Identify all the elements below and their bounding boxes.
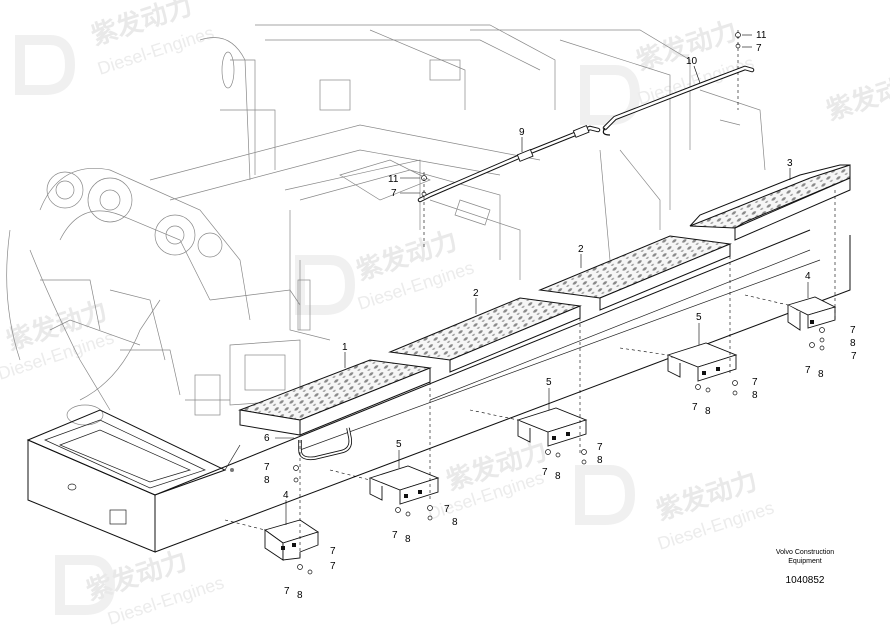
figure-caption: Volvo Construction Equipment 1040852 (750, 548, 860, 588)
callout-5: 5 (396, 439, 402, 450)
callout-1: 1 (342, 342, 348, 353)
callout-7: 7 (284, 586, 290, 597)
callout-10: 10 (686, 56, 698, 67)
callout-6: 6 (264, 433, 270, 444)
callout-7: 7 (692, 402, 698, 413)
callout-8: 8 (297, 590, 303, 601)
main-beam (26, 229, 851, 553)
callout-labels: 1 2 2 3 9 10 11 7 11 7 6 7 8 4 7 7 7 8 5… (264, 30, 857, 601)
callout-5: 5 (696, 312, 702, 323)
callout-7: 7 (851, 351, 857, 362)
callout-8: 8 (452, 517, 458, 528)
callout-11: 11 (756, 30, 767, 41)
fasteners (293, 32, 825, 575)
tread-plate-2b (538, 235, 732, 311)
callout-3: 3 (787, 158, 793, 169)
tread-plate-1 (238, 359, 432, 436)
callout-7: 7 (542, 467, 548, 478)
machine-frame (6, 24, 766, 426)
figure-number: 1040852 (785, 575, 825, 586)
callout-8: 8 (752, 390, 758, 401)
callout-8: 8 (264, 475, 270, 486)
handrail-10 (602, 65, 755, 136)
callout-7: 7 (392, 530, 398, 541)
bracket-5a (368, 465, 440, 505)
callout-7: 7 (444, 504, 450, 515)
caption-line-1: Volvo Construction (775, 549, 835, 556)
callout-8: 8 (405, 534, 411, 545)
bracket-4-lower (263, 519, 320, 561)
tread-plate-3 (689, 164, 851, 241)
leader-lines (275, 34, 809, 525)
callout-8: 8 (597, 455, 603, 466)
callout-5: 5 (546, 377, 552, 388)
callout-2: 2 (578, 244, 584, 255)
callout-7: 7 (330, 546, 336, 557)
callout-7: 7 (391, 188, 397, 199)
handle-6 (298, 427, 353, 461)
callout-7: 7 (330, 561, 336, 572)
callout-7: 7 (264, 462, 270, 473)
callout-7: 7 (756, 43, 762, 54)
callout-2: 2 (473, 288, 479, 299)
callout-8: 8 (705, 406, 711, 417)
callout-9: 9 (519, 127, 525, 138)
caption-line-2: Equipment (788, 558, 822, 565)
callout-8: 8 (850, 338, 856, 349)
callout-4: 4 (805, 271, 811, 282)
callout-7: 7 (850, 325, 856, 336)
callout-7: 7 (597, 442, 603, 453)
bracket-4-upper (786, 296, 837, 331)
bracket-5b (516, 407, 588, 447)
callout-8: 8 (555, 471, 561, 482)
callout-7: 7 (752, 377, 758, 388)
callout-7: 7 (805, 365, 811, 376)
bracket-5c (666, 342, 738, 382)
callout-11: 11 (388, 174, 399, 185)
assembly-lines (224, 30, 836, 560)
callout-4: 4 (283, 490, 289, 501)
callout-8: 8 (818, 369, 824, 380)
handrail-9 (417, 125, 601, 203)
watermark-brand: 紫发动力 (823, 65, 890, 126)
